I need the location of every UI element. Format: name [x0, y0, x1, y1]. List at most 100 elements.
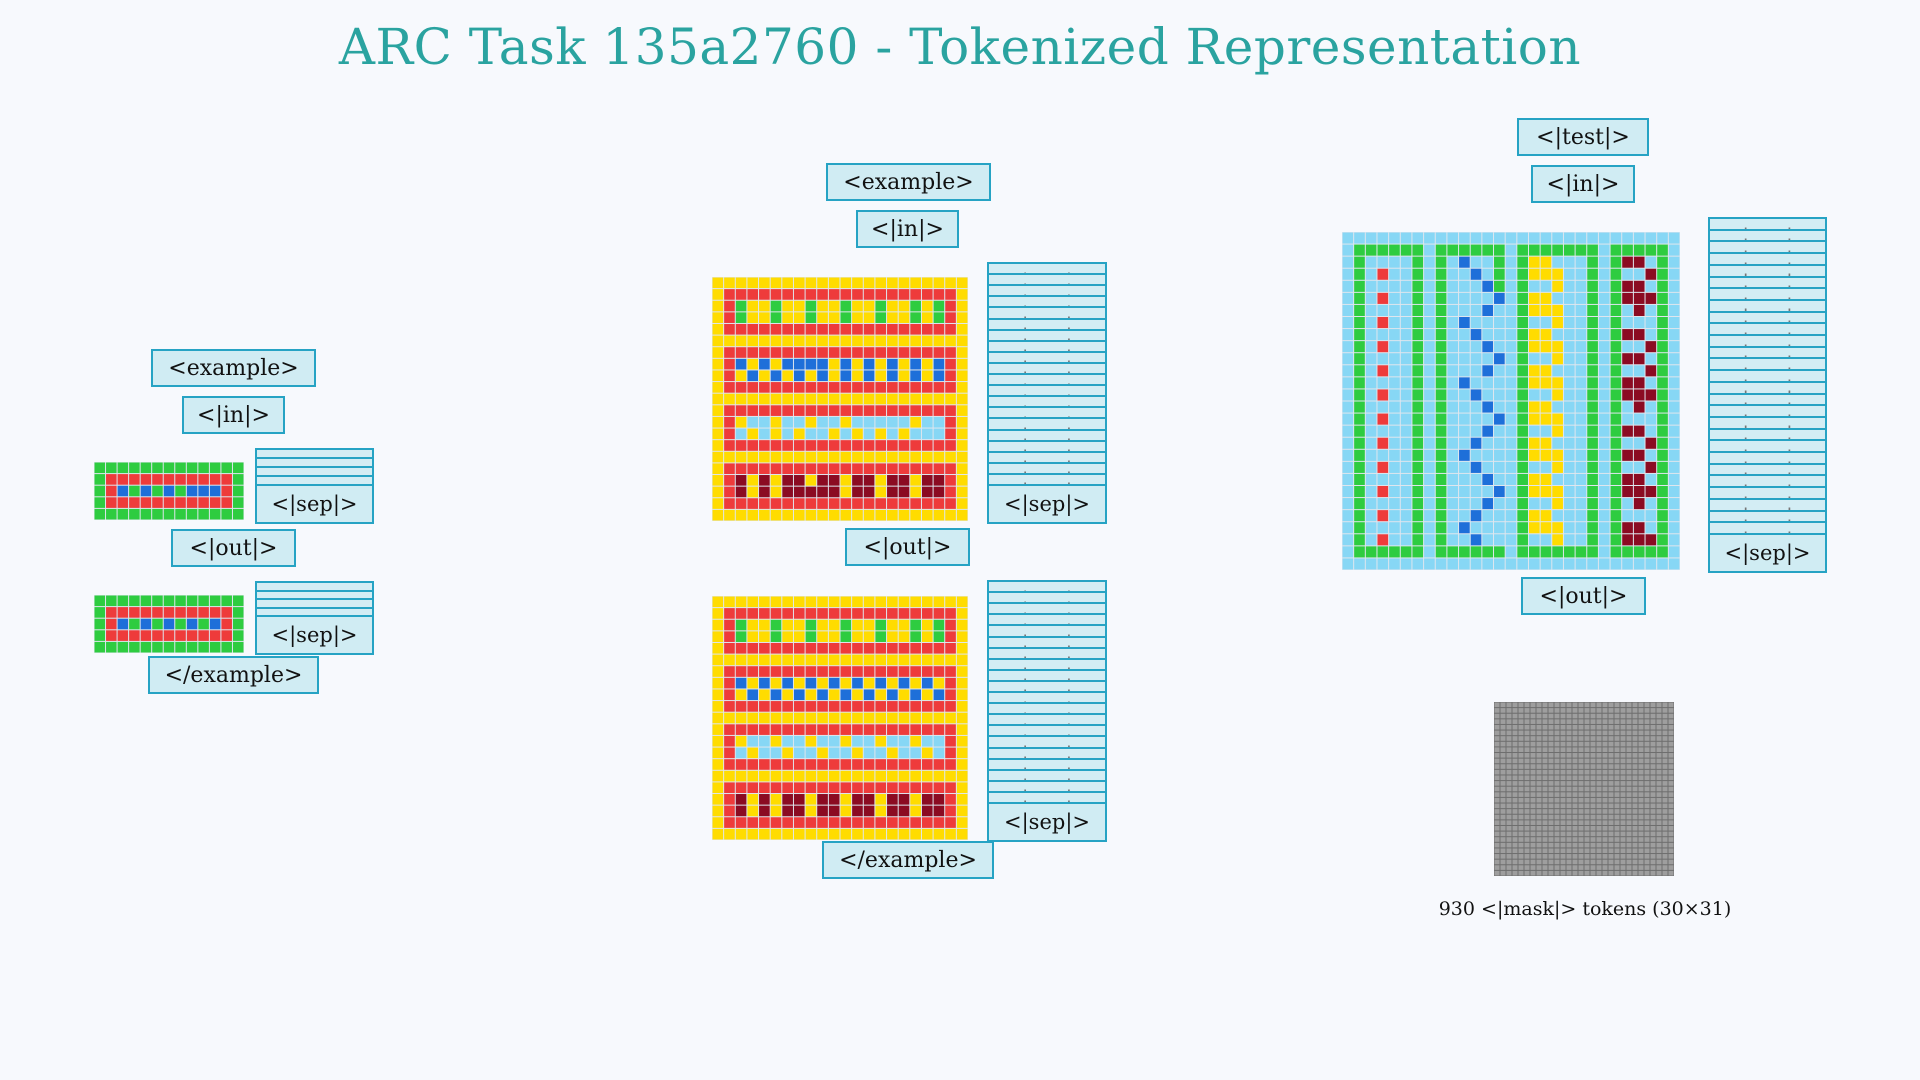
grid-cell: [735, 770, 747, 782]
grid-cell: [1459, 341, 1470, 353]
grid-cell: [1552, 510, 1563, 522]
grid-cell: [1412, 377, 1424, 389]
grid-cell: [735, 654, 747, 666]
grid-cell: [1342, 534, 1354, 546]
mask-cell: [1518, 702, 1524, 708]
grid-cell: [817, 451, 828, 463]
grid-cell: [875, 677, 887, 689]
grid-cell: [1528, 377, 1540, 389]
grid-cell: [817, 631, 828, 642]
grid-cell: [1435, 389, 1447, 401]
grid-cell: [910, 382, 921, 393]
grid-cell: [945, 370, 956, 382]
grid-cell: [828, 486, 840, 498]
grid-cell: [735, 666, 747, 677]
grid-cell: [129, 462, 140, 474]
grid-cell: [875, 347, 887, 358]
grid-cell: [712, 393, 724, 405]
grid-cell: [759, 619, 770, 631]
grid-cell: [163, 641, 175, 653]
grid-cell: [793, 335, 805, 347]
grid-cell: [1645, 341, 1657, 353]
mask-cell: [1566, 758, 1572, 764]
grid-cell: [1505, 522, 1517, 534]
grid-cell: [863, 486, 875, 498]
grid-cell: [1528, 449, 1540, 461]
grid-cell: [1528, 486, 1540, 498]
mask-cell: [1650, 747, 1656, 753]
grid-cell: [863, 759, 875, 770]
grid-cell: [887, 747, 898, 759]
mask-cell: [1536, 820, 1542, 825]
grid-cell: [712, 475, 724, 486]
grid-cell: [875, 701, 887, 712]
grid-cell: [1400, 449, 1412, 461]
mask-cell: [1566, 814, 1572, 820]
mask-cell: [1506, 848, 1512, 854]
mask-cell: [1524, 809, 1530, 814]
grid-cell: [747, 428, 759, 440]
mask-cell: [1572, 820, 1578, 825]
mask-cell: [1512, 769, 1518, 775]
mask-cell: [1596, 747, 1602, 753]
grid-cell: [770, 312, 782, 323]
grid-cell: [232, 641, 244, 653]
grid-cell: [163, 485, 175, 497]
grid-cell: [1657, 244, 1668, 256]
grid-cell: [1505, 413, 1517, 425]
grid-cell: [1494, 353, 1505, 365]
mask-cell: [1518, 769, 1524, 775]
grid-cell: [735, 289, 747, 300]
mask-cell: [1500, 708, 1506, 713]
mask-cell: [1494, 831, 1500, 837]
grid-cell: [1575, 425, 1587, 437]
mask-cell: [1500, 702, 1506, 708]
mask-cell: [1614, 781, 1620, 786]
mask-cell: [1554, 842, 1560, 848]
mask-cell: [1542, 753, 1548, 758]
grid-cell: [921, 463, 933, 475]
mask-cell: [1542, 730, 1548, 736]
mask-cell: [1536, 758, 1542, 764]
grid-cell: [1365, 546, 1377, 558]
grid-cell: [828, 619, 840, 631]
grid-cell: [759, 335, 770, 347]
grid-cell: [1633, 389, 1645, 401]
mask-cell: [1530, 865, 1536, 870]
grid-cell: [232, 497, 244, 508]
grid-cell: [759, 677, 770, 689]
grid-cell: [875, 666, 887, 677]
grid-cell: [770, 370, 782, 382]
grid-cell: [724, 335, 735, 347]
grid-cell: [1633, 546, 1645, 558]
grid-cell: [724, 370, 735, 382]
grid-cell: [1389, 389, 1400, 401]
grid-cell: [887, 701, 898, 712]
grid-cell: [840, 451, 852, 463]
grid-cell: [770, 451, 782, 463]
mask-cell: [1566, 769, 1572, 775]
mask-cell: [1566, 870, 1572, 876]
grid-cell: [910, 312, 921, 323]
grid-cell: [840, 358, 852, 370]
grid-cell: [945, 347, 956, 358]
mask-cell: [1530, 831, 1536, 837]
mask-cell: [1656, 809, 1662, 814]
grid-cell: [1668, 317, 1680, 329]
grid-cell: [1575, 292, 1587, 304]
grid-cell: [933, 289, 945, 300]
grid-cell: [1459, 256, 1470, 268]
grid-cell: [1470, 534, 1482, 546]
mask-cell: [1662, 859, 1668, 865]
grid-cell: [1354, 365, 1365, 377]
mask-cell: [1656, 842, 1662, 848]
mask-cell: [1608, 837, 1614, 842]
grid-cell: [106, 607, 117, 618]
grid-cell: [1563, 437, 1575, 449]
mask-cell: [1578, 814, 1584, 820]
grid-cell: [1657, 401, 1668, 413]
grid-cell: [1365, 558, 1377, 570]
grid-cell: [1400, 232, 1412, 244]
grid-cell: [175, 607, 186, 618]
mask-cell: [1512, 859, 1518, 865]
